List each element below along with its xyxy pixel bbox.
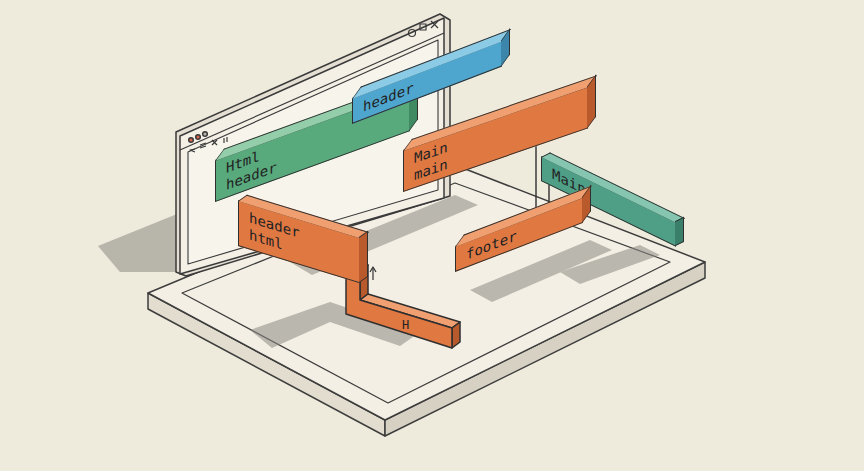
block-top bbox=[352, 29, 511, 99]
tag-label: H bbox=[402, 318, 409, 332]
block-end bbox=[359, 230, 368, 282]
leader-line bbox=[536, 146, 537, 215]
block-end bbox=[675, 216, 684, 246]
block-top bbox=[455, 186, 592, 248]
html-block: footer bbox=[455, 197, 583, 272]
html-block: headerhtml bbox=[238, 200, 360, 283]
html-block: header bbox=[352, 40, 502, 124]
